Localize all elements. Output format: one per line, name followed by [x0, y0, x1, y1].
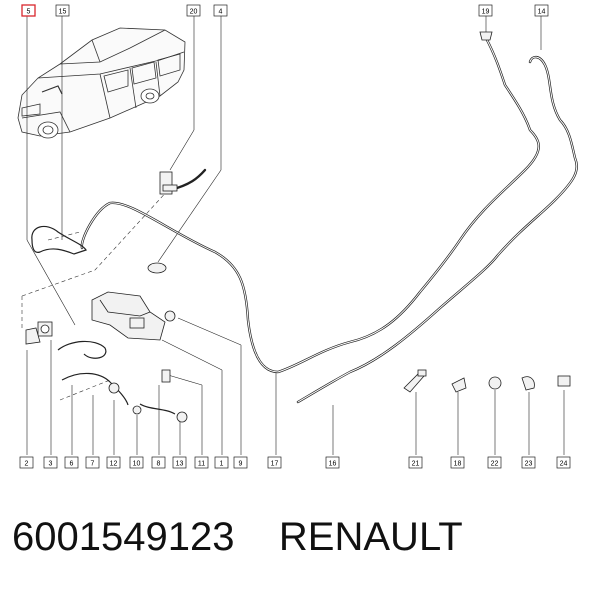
- callout-box: [214, 456, 229, 469]
- callout-text: 11: [198, 460, 205, 467]
- callout-text: 19: [482, 8, 490, 15]
- callout-box: [129, 456, 144, 469]
- callout-16: 16: [325, 456, 340, 469]
- callout-14: 14: [534, 4, 549, 17]
- callout-box: [85, 456, 100, 469]
- callout-box: [487, 456, 502, 469]
- brand-name: RENAULT: [278, 515, 463, 559]
- part-number-line: 6001549123 RENAULT: [12, 515, 463, 560]
- callout-box: [213, 4, 228, 17]
- vehicle-illustration: [17, 27, 186, 139]
- callout-text: 6: [70, 460, 74, 467]
- callout-text: 3: [49, 460, 53, 467]
- callout-12: 12: [106, 456, 121, 469]
- callout-text: 23: [525, 460, 533, 467]
- clip-24: [557, 375, 571, 387]
- callout-text: 4: [219, 8, 223, 15]
- callout-box: [450, 456, 465, 469]
- clip-22: [488, 376, 502, 390]
- cap-9: [164, 310, 176, 322]
- callout-text: 16: [329, 460, 337, 467]
- callout-text: 21: [412, 460, 420, 467]
- callout-box: [233, 456, 248, 469]
- washer-reservoir: [91, 291, 166, 341]
- callout-21: 21: [408, 456, 423, 469]
- callout-11: 11: [194, 456, 209, 469]
- callout-text: 2: [25, 460, 29, 467]
- callout-18: 18: [450, 456, 465, 469]
- pump-bracket: [25, 327, 41, 345]
- parts: [25, 31, 571, 423]
- callout-text: 15: [59, 8, 67, 15]
- clip-8: [161, 369, 171, 383]
- callout-box: [64, 456, 79, 469]
- callout-15: 15: [55, 4, 70, 17]
- callout-text: 5: [27, 8, 31, 15]
- callout-box: [19, 456, 34, 469]
- callout-box: [556, 456, 571, 469]
- callout-9: 9: [233, 456, 248, 469]
- callout-box: [43, 456, 58, 469]
- callout-text: 7: [91, 460, 95, 467]
- callout-text: 14: [538, 8, 546, 15]
- callout-text: 22: [491, 460, 499, 467]
- callout-text: 17: [271, 460, 279, 467]
- clip-23: [521, 376, 535, 391]
- callout-box: [151, 456, 166, 469]
- callout-box: [478, 4, 493, 17]
- callout-text: 10: [133, 460, 141, 467]
- hoses-inner: [81, 37, 578, 403]
- callout-5: 5: [21, 4, 36, 17]
- rear-nozzle: [479, 31, 493, 41]
- leader-lines: [26, 16, 565, 455]
- dashed-guides: [21, 187, 171, 401]
- callout-box: [534, 4, 549, 17]
- callout-3: 3: [43, 456, 58, 469]
- callout-19: 19: [478, 4, 493, 17]
- callout-box: [186, 4, 201, 17]
- callout-text: 1: [220, 460, 224, 467]
- callout-1: 1: [214, 456, 229, 469]
- callout-text: 24: [560, 460, 568, 467]
- nozzle-part: [147, 262, 167, 274]
- callout-text: 8: [157, 460, 161, 467]
- callout-2: 2: [19, 456, 34, 469]
- callout-box: [106, 456, 121, 469]
- callout-box: [325, 456, 340, 469]
- clip-10: [132, 405, 142, 415]
- callout-24: 24: [556, 456, 571, 469]
- callout-text: 18: [454, 460, 462, 467]
- callout-box: [55, 4, 70, 17]
- callout-22: 22: [487, 456, 502, 469]
- callout-text: 13: [176, 460, 184, 467]
- grommet-12: [108, 382, 120, 394]
- callout-4: 4: [213, 4, 228, 17]
- callout-7: 7: [85, 456, 100, 469]
- callout-box: [172, 456, 187, 469]
- callout-text: 12: [110, 460, 118, 467]
- callout-13: 13: [172, 456, 187, 469]
- callout-box: [408, 456, 423, 469]
- callout-8: 8: [151, 456, 166, 469]
- callout-17: 17: [267, 456, 282, 469]
- bracket-part: [159, 171, 178, 195]
- connector-21: [403, 369, 427, 393]
- callout-6: 6: [64, 456, 79, 469]
- washer-pump: [37, 321, 53, 337]
- callout-box: [194, 456, 209, 469]
- callout-text: 9: [239, 460, 243, 467]
- part-number: 6001549123: [12, 515, 235, 559]
- callout-20: 20: [186, 4, 201, 17]
- callout-10: 10: [129, 456, 144, 469]
- callout-box: [521, 456, 536, 469]
- callout-box: [267, 456, 282, 469]
- callout-text: 20: [190, 8, 198, 15]
- callout-box: [21, 4, 36, 17]
- callout-23: 23: [521, 456, 536, 469]
- connector-18: [451, 377, 467, 393]
- grommet-13: [176, 411, 188, 423]
